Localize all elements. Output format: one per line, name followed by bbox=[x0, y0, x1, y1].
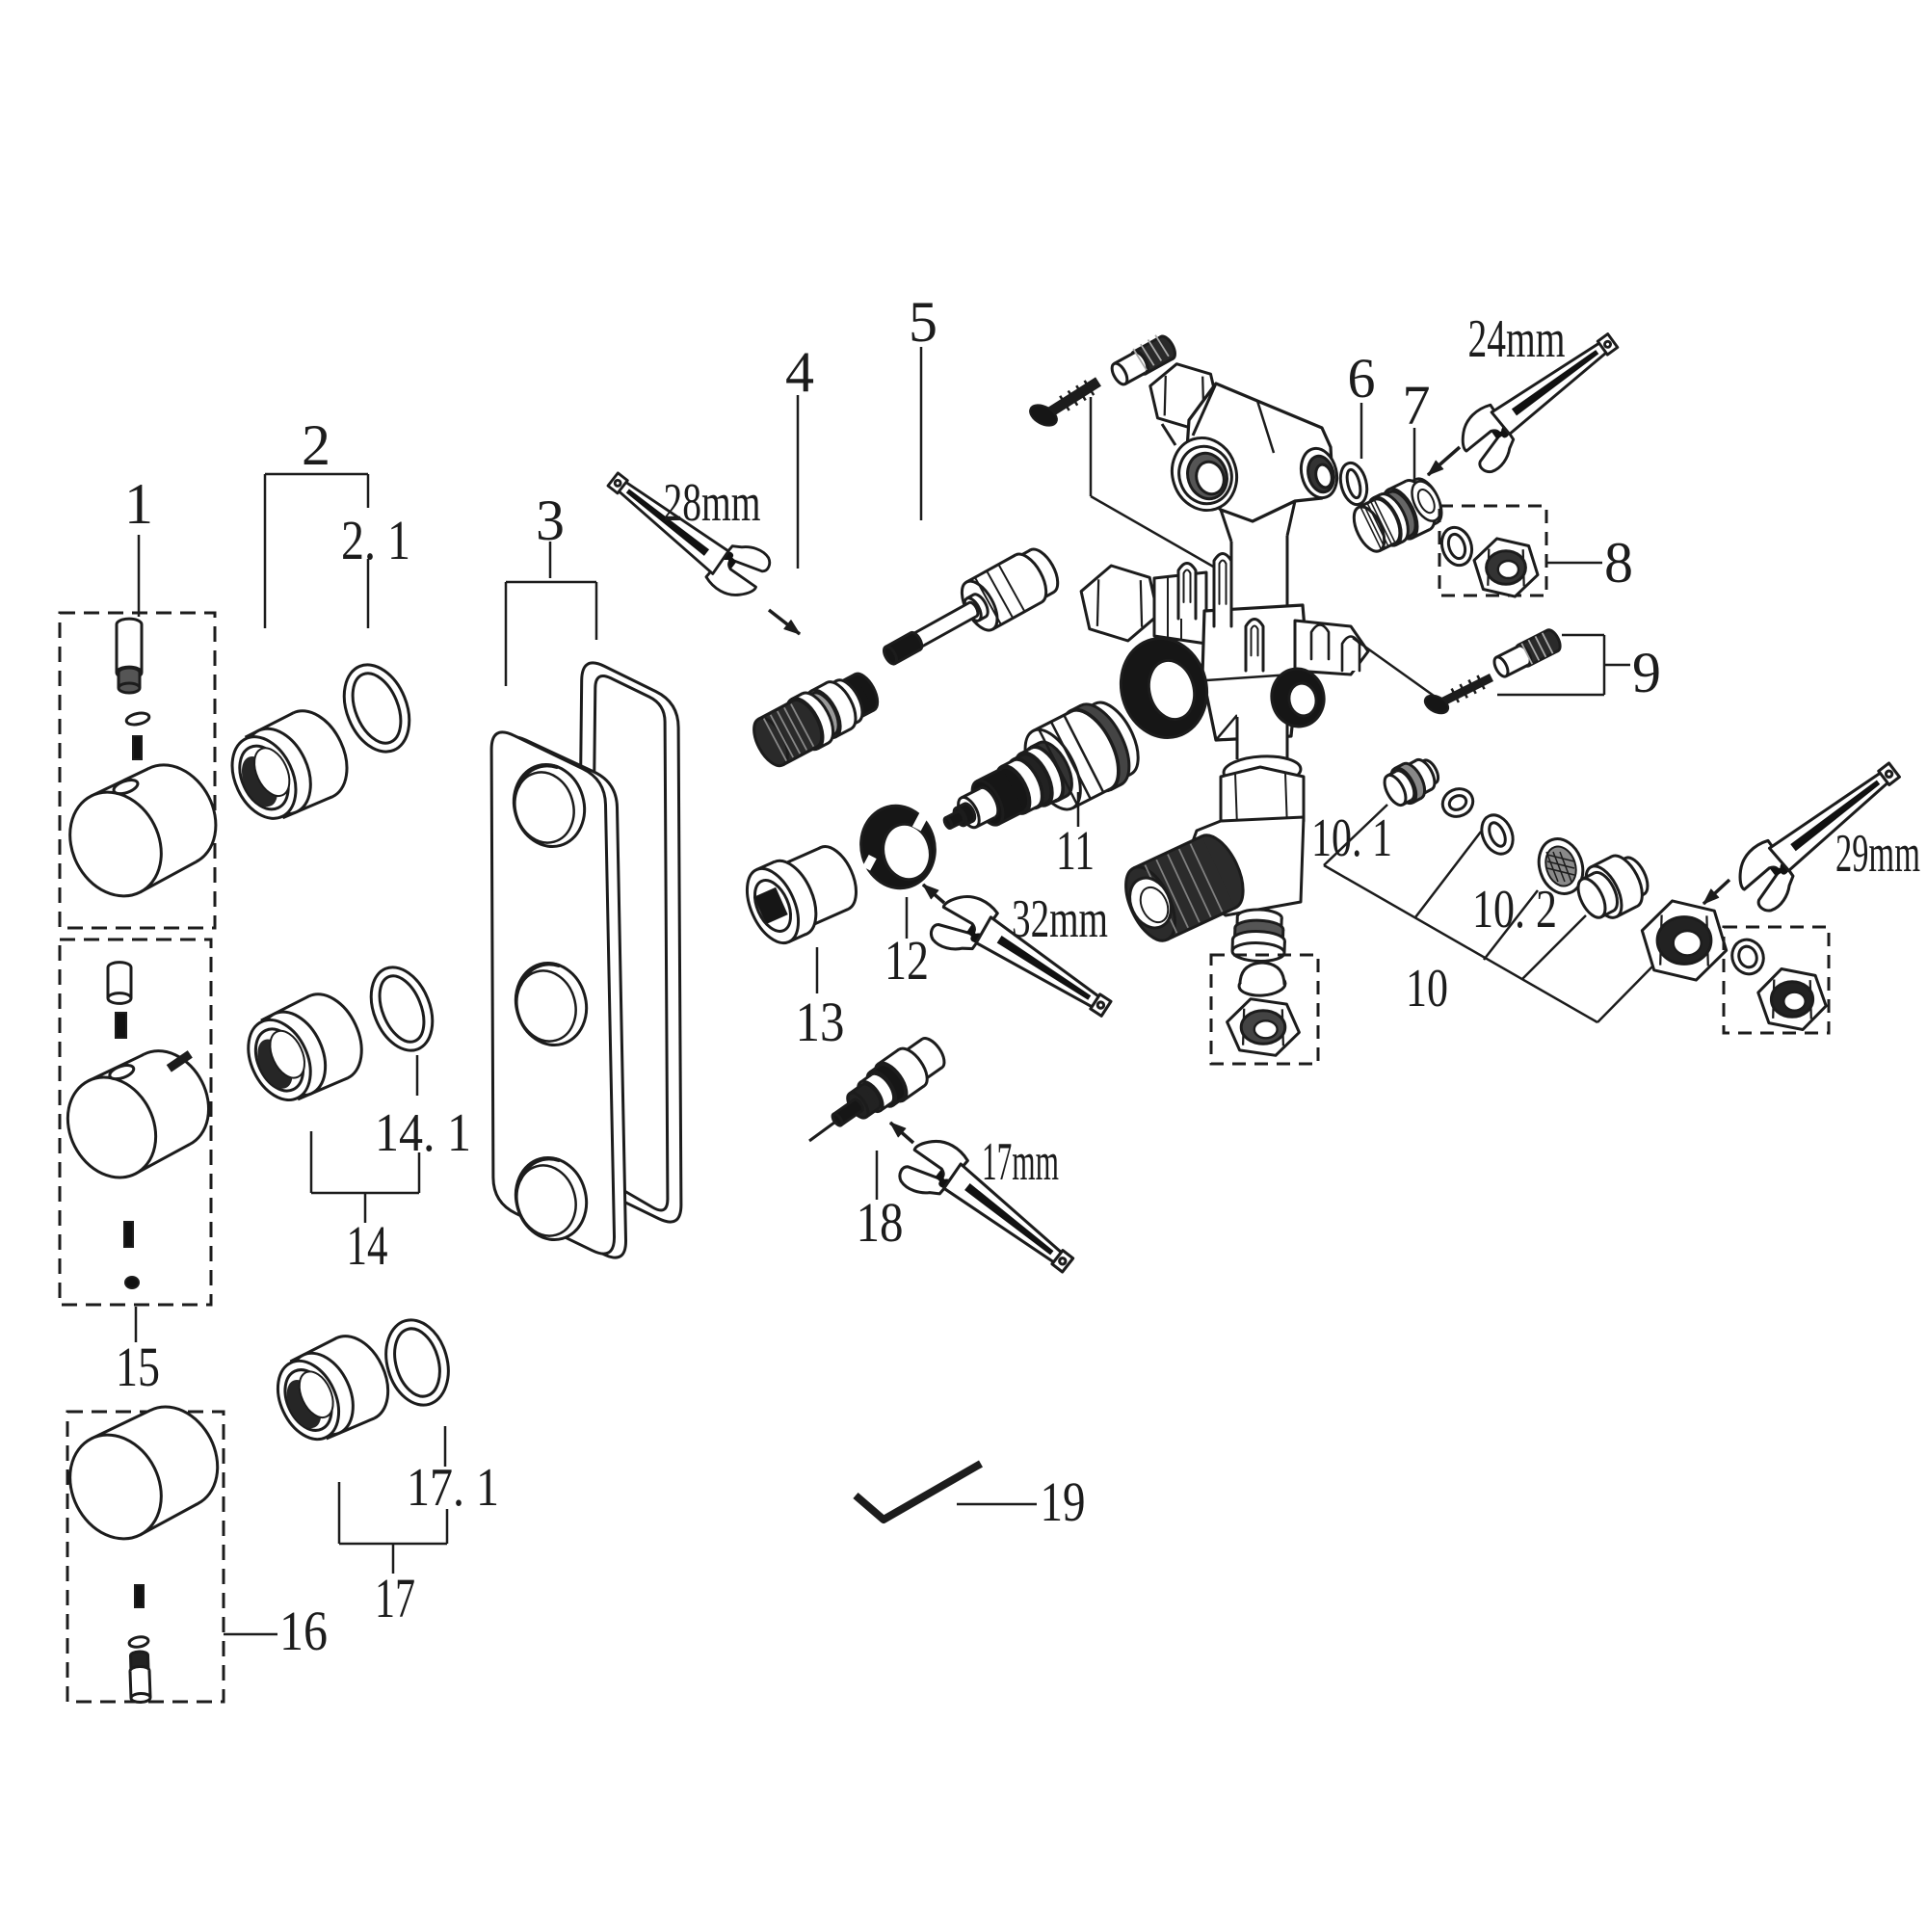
svg-text:2: 2 bbox=[302, 413, 330, 477]
svg-text:19: 19 bbox=[1041, 1470, 1086, 1533]
svg-text:32mm: 32mm bbox=[1012, 889, 1108, 949]
svg-text:7: 7 bbox=[1403, 374, 1431, 437]
svg-text:6: 6 bbox=[1348, 347, 1376, 410]
svg-text:5: 5 bbox=[909, 290, 937, 354]
svg-text:15: 15 bbox=[116, 1336, 160, 1398]
svg-text:17: 17 bbox=[375, 1567, 415, 1629]
svg-text:10. 2: 10. 2 bbox=[1472, 880, 1557, 940]
svg-text:10. 1: 10. 1 bbox=[1311, 808, 1392, 868]
svg-text:14: 14 bbox=[347, 1214, 388, 1277]
svg-text:13: 13 bbox=[796, 991, 845, 1053]
svg-text:17mm: 17mm bbox=[982, 1132, 1059, 1192]
svg-text:16: 16 bbox=[279, 1600, 328, 1662]
svg-text:1: 1 bbox=[124, 472, 153, 536]
svg-text:24mm: 24mm bbox=[1468, 309, 1566, 369]
svg-text:18: 18 bbox=[857, 1191, 904, 1254]
svg-text:4: 4 bbox=[785, 340, 814, 404]
svg-text:2. 1: 2. 1 bbox=[341, 509, 410, 571]
svg-text:8: 8 bbox=[1604, 531, 1633, 595]
svg-text:9: 9 bbox=[1632, 641, 1661, 704]
svg-text:10: 10 bbox=[1406, 959, 1448, 1019]
svg-text:28mm: 28mm bbox=[664, 473, 761, 533]
svg-text:11: 11 bbox=[1056, 819, 1095, 882]
svg-text:29mm: 29mm bbox=[1835, 824, 1920, 884]
svg-text:3: 3 bbox=[536, 489, 565, 552]
svg-text:17. 1: 17. 1 bbox=[407, 1458, 499, 1518]
svg-text:14. 1: 14. 1 bbox=[375, 1103, 471, 1163]
svg-text:12: 12 bbox=[884, 929, 929, 992]
